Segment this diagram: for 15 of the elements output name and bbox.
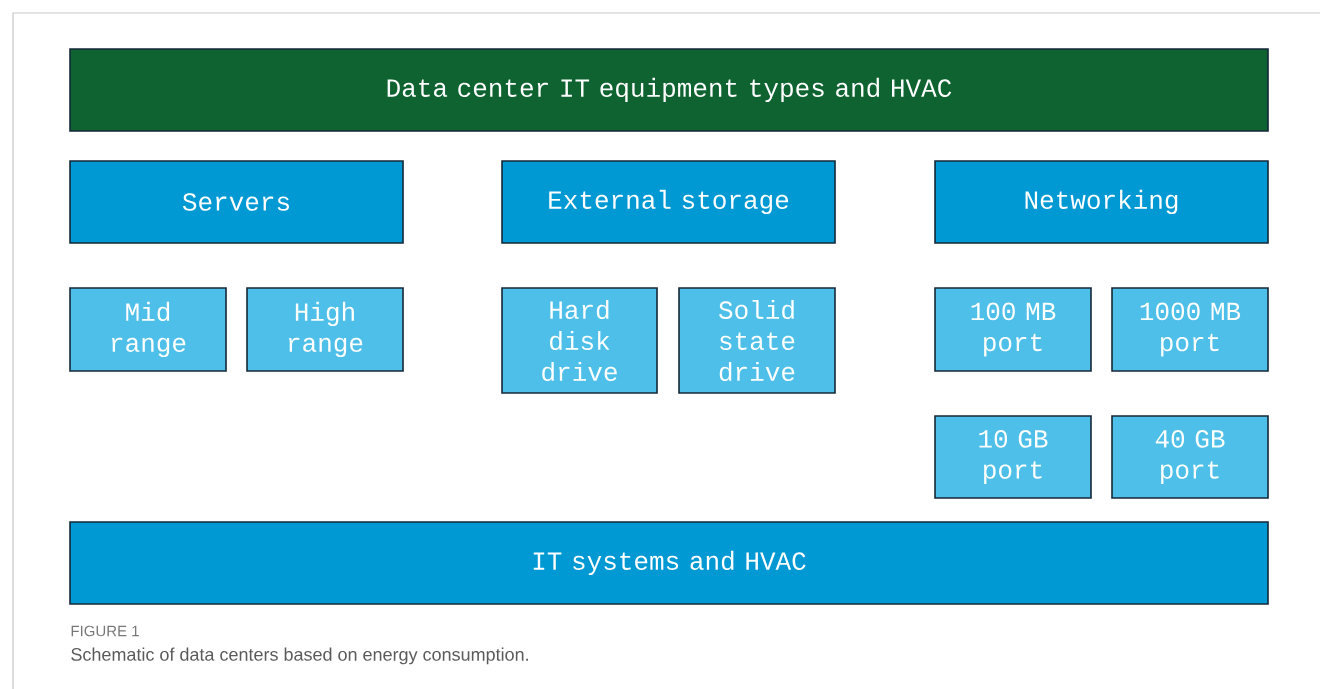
item-box: Solid state drive bbox=[678, 287, 836, 394]
item-box: 1000 MB port bbox=[1111, 287, 1269, 372]
category-box: External storage bbox=[501, 160, 836, 244]
caption: Schematic of data centers based on energy consumption. bbox=[71, 647, 528, 665]
figure-label: FIGURE 1 bbox=[71, 625, 139, 637]
footer-box: IT systems and HVAC bbox=[69, 521, 1269, 605]
category-box: Servers bbox=[69, 160, 404, 244]
item-box: 10 GB port bbox=[934, 415, 1092, 499]
item-box: High range bbox=[246, 287, 404, 372]
category-box: Networking bbox=[934, 160, 1269, 244]
title-box: Data center IT equipment types and HVAC bbox=[69, 48, 1269, 132]
item-box: Mid range bbox=[69, 287, 227, 372]
item-box: 40 GB port bbox=[1111, 415, 1269, 499]
item-box: Hard disk drive bbox=[501, 287, 658, 394]
item-box: 100 MB port bbox=[934, 287, 1092, 372]
